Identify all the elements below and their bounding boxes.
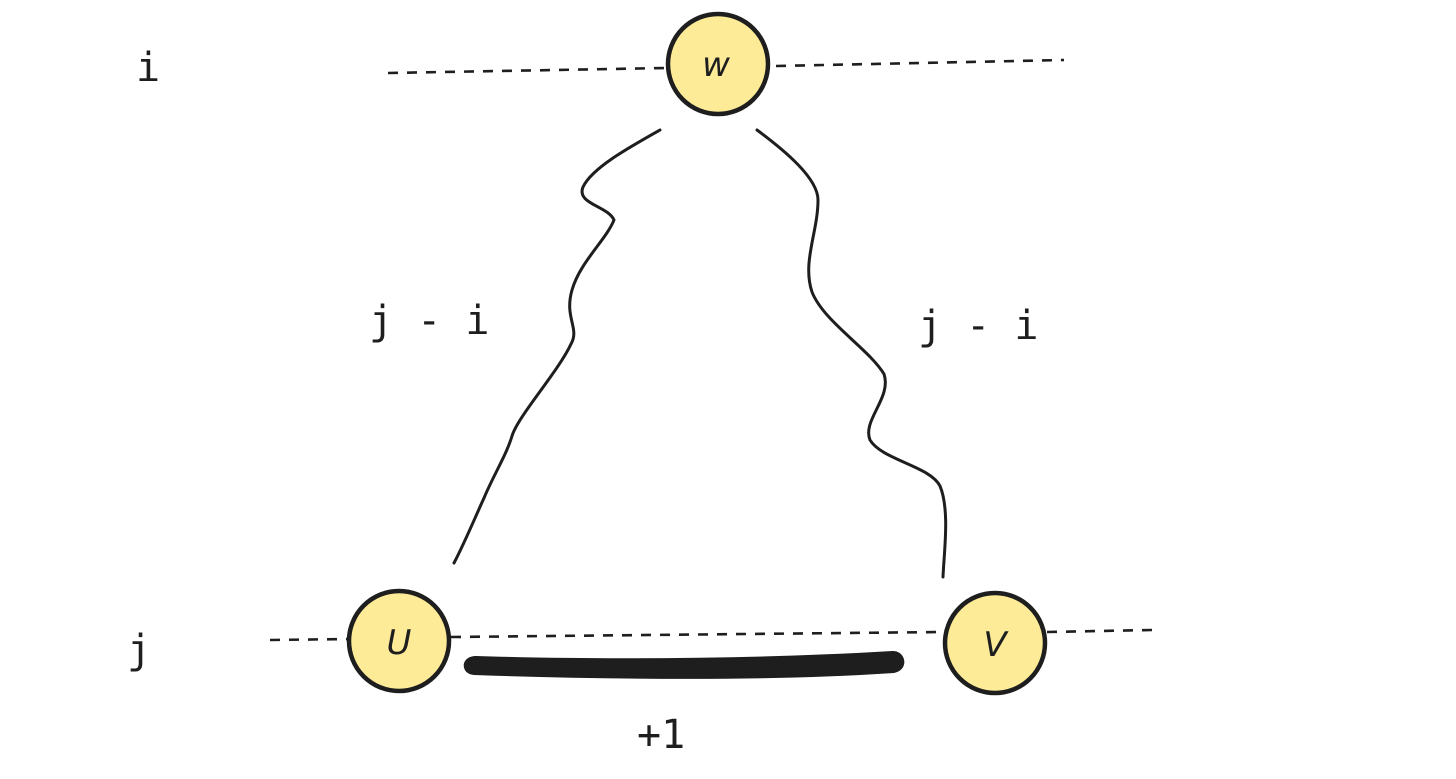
level-line-j-middle	[450, 630, 945, 639]
node-v: V	[942, 590, 1048, 696]
level-label-i: i	[136, 45, 160, 91]
level-line-i-right	[775, 58, 1065, 68]
node-label-u: U	[387, 623, 412, 663]
edge-label-left: j - i	[369, 298, 489, 344]
level-line-j-right	[1046, 628, 1153, 634]
edge-label-right: j - i	[918, 303, 1038, 349]
node-label-w: w	[702, 45, 730, 85]
edge-label-bottom: +1	[637, 712, 685, 758]
level-label-j: j	[127, 627, 151, 673]
node-label-v: V	[983, 625, 1009, 665]
path-w-to-v	[755, 128, 948, 579]
level-line-i-left	[387, 66, 667, 75]
bold-edge-u-v	[463, 650, 905, 679]
node-w: w	[665, 11, 771, 117]
path-w-to-u	[452, 128, 662, 565]
level-line-j-left	[269, 637, 349, 642]
node-u: U	[346, 588, 452, 694]
